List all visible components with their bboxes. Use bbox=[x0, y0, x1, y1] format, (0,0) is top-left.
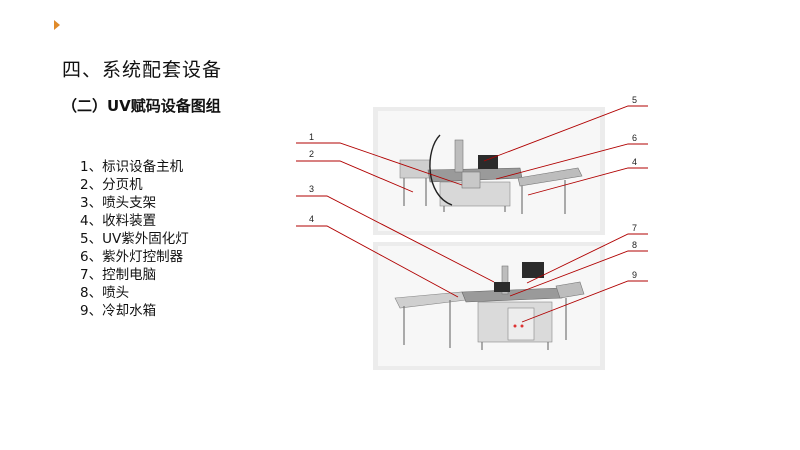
leader-line bbox=[296, 142, 463, 186]
slide-title: 四、系统配套设备 bbox=[62, 59, 223, 81]
leader-line bbox=[521, 280, 648, 323]
leader-line bbox=[296, 225, 459, 298]
list-item: 6、紫外灯控制器 bbox=[80, 249, 184, 265]
callout-label: 9 bbox=[632, 270, 637, 280]
list-item: 2、分页机 bbox=[80, 177, 143, 193]
slide-subtitle: （二）UV赋码设备图组 bbox=[62, 97, 221, 115]
callout-label: 6 bbox=[632, 133, 637, 143]
list-item: 8、喷头 bbox=[80, 285, 130, 301]
leader-line bbox=[495, 143, 648, 180]
list-item: 7、控制电脑 bbox=[80, 267, 157, 283]
leader-line bbox=[527, 167, 648, 196]
machine-photo-top bbox=[373, 107, 605, 235]
bullet-marker-icon bbox=[54, 20, 60, 30]
list-item: 1、标识设备主机 bbox=[80, 159, 184, 175]
leader-line bbox=[509, 250, 648, 297]
leader-line bbox=[483, 105, 648, 162]
equipment-list: 1、标识设备主机 2、分页机 3、喷头支架 4、收料装置 5、UV紫外固化灯 6… bbox=[80, 158, 189, 320]
machine-photo-bottom bbox=[373, 242, 605, 370]
callout-label: 4 bbox=[632, 157, 637, 167]
callout-label: 1 bbox=[309, 132, 314, 142]
callout-labels: 1 2 3 4 5 6 4 7 8 9 bbox=[309, 95, 637, 280]
callout-label: 7 bbox=[632, 223, 637, 233]
list-item: 3、喷头支架 bbox=[80, 195, 157, 211]
leader-lines bbox=[296, 105, 648, 323]
list-item: 9、冷却水箱 bbox=[80, 303, 157, 319]
callout-label: 3 bbox=[309, 184, 314, 194]
callout-label: 4 bbox=[309, 214, 314, 224]
callout-label: 2 bbox=[309, 149, 314, 159]
callout-label: 8 bbox=[632, 240, 637, 250]
leader-line bbox=[296, 195, 495, 283]
leader-line bbox=[296, 160, 414, 193]
list-item: 4、收料装置 bbox=[80, 213, 157, 229]
leader-line bbox=[526, 233, 648, 284]
list-item: 5、UV紫外固化灯 bbox=[80, 231, 189, 247]
callout-label: 5 bbox=[632, 95, 637, 105]
